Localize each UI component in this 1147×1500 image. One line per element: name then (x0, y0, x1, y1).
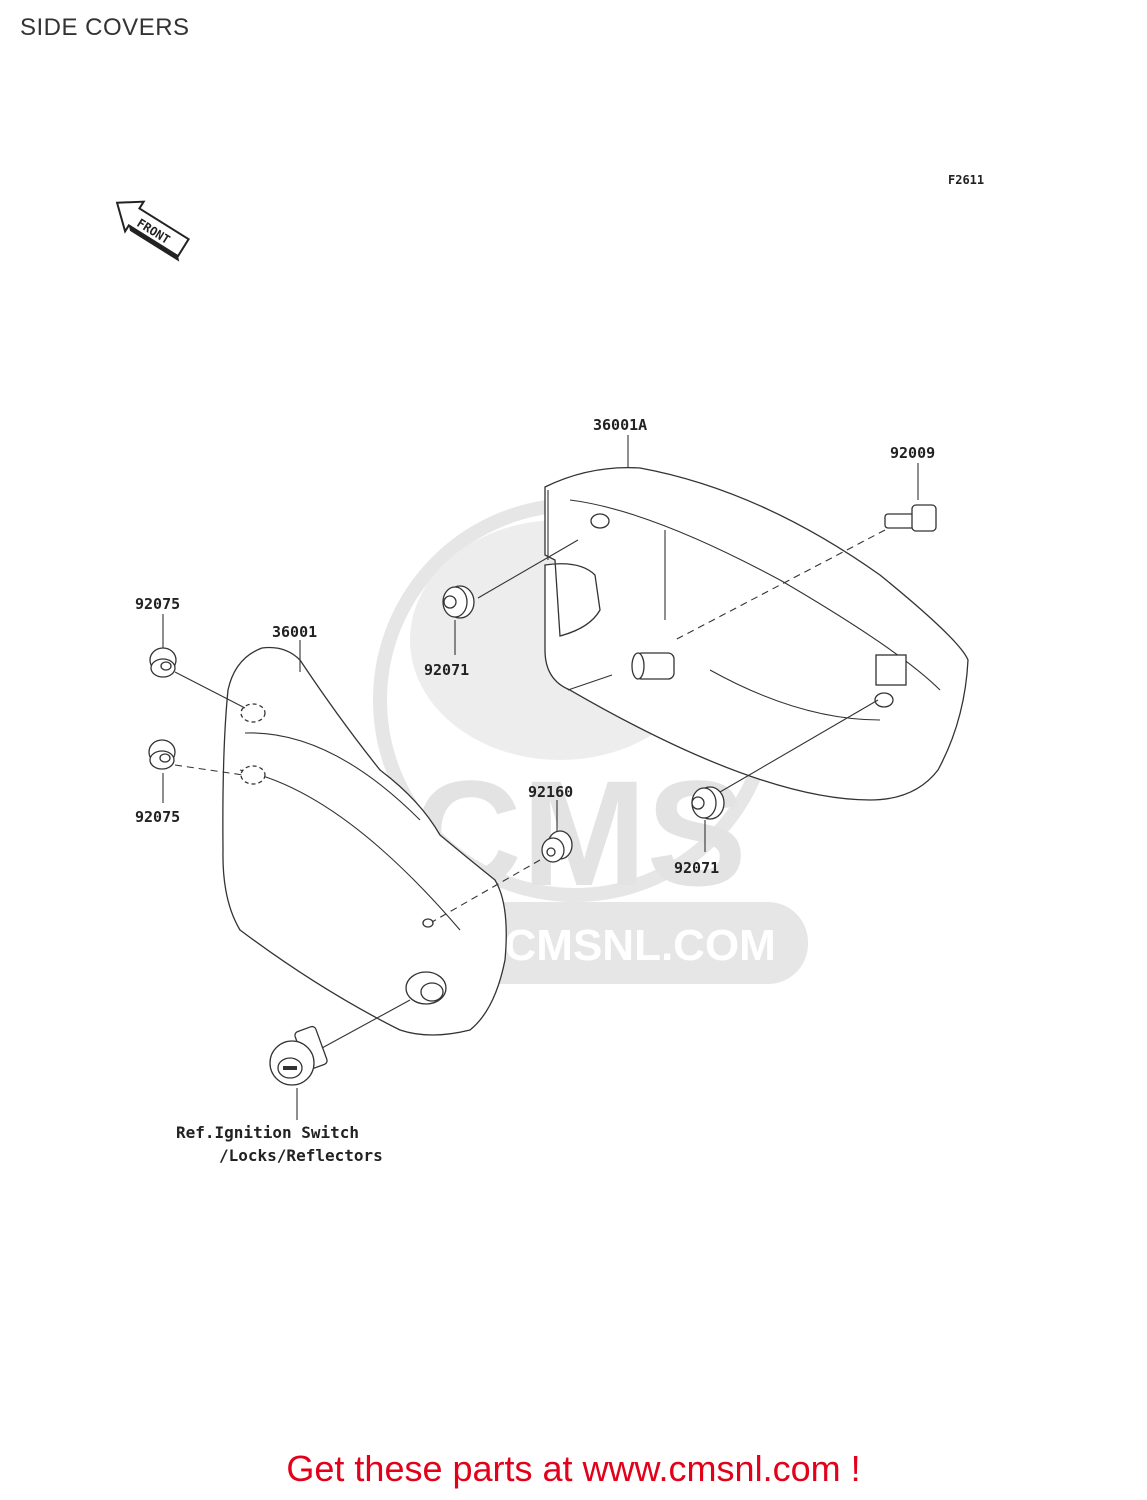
grommet-92075-bottom (148, 739, 176, 770)
callout-92071-bottom: 92071 (674, 859, 719, 877)
side-cover-right (544, 467, 969, 801)
damper-92160 (541, 830, 573, 863)
side-cover-left (222, 646, 507, 1036)
grommet-92071-bottom (691, 786, 725, 820)
footer-link[interactable]: Get these parts at www.cmsnl.com ! (286, 1448, 861, 1489)
grommet-92075-top (149, 647, 177, 678)
callout-92075-bottom: 92075 (135, 808, 180, 826)
callout-92075-top: 92075 (135, 595, 180, 613)
callout-92009: 92009 (890, 444, 935, 462)
ref-ignition-line1: Ref.Ignition Switch (176, 1123, 359, 1142)
bolt-92009 (884, 504, 937, 532)
page-title: SIDE COVERS (20, 14, 190, 41)
callout-92071-top: 92071 (424, 661, 469, 679)
figure-code: F2611 (948, 173, 984, 187)
grommet-92071-top (442, 585, 475, 619)
callout-36001A: 36001A (593, 416, 647, 434)
callout-92160: 92160 (528, 783, 573, 801)
front-arrow-icon: FRONT (115, 200, 190, 262)
ref-ignition-line2: /Locks/Reflectors (219, 1146, 383, 1165)
callout-36001: 36001 (272, 623, 317, 641)
ignition-switch (269, 1025, 328, 1086)
